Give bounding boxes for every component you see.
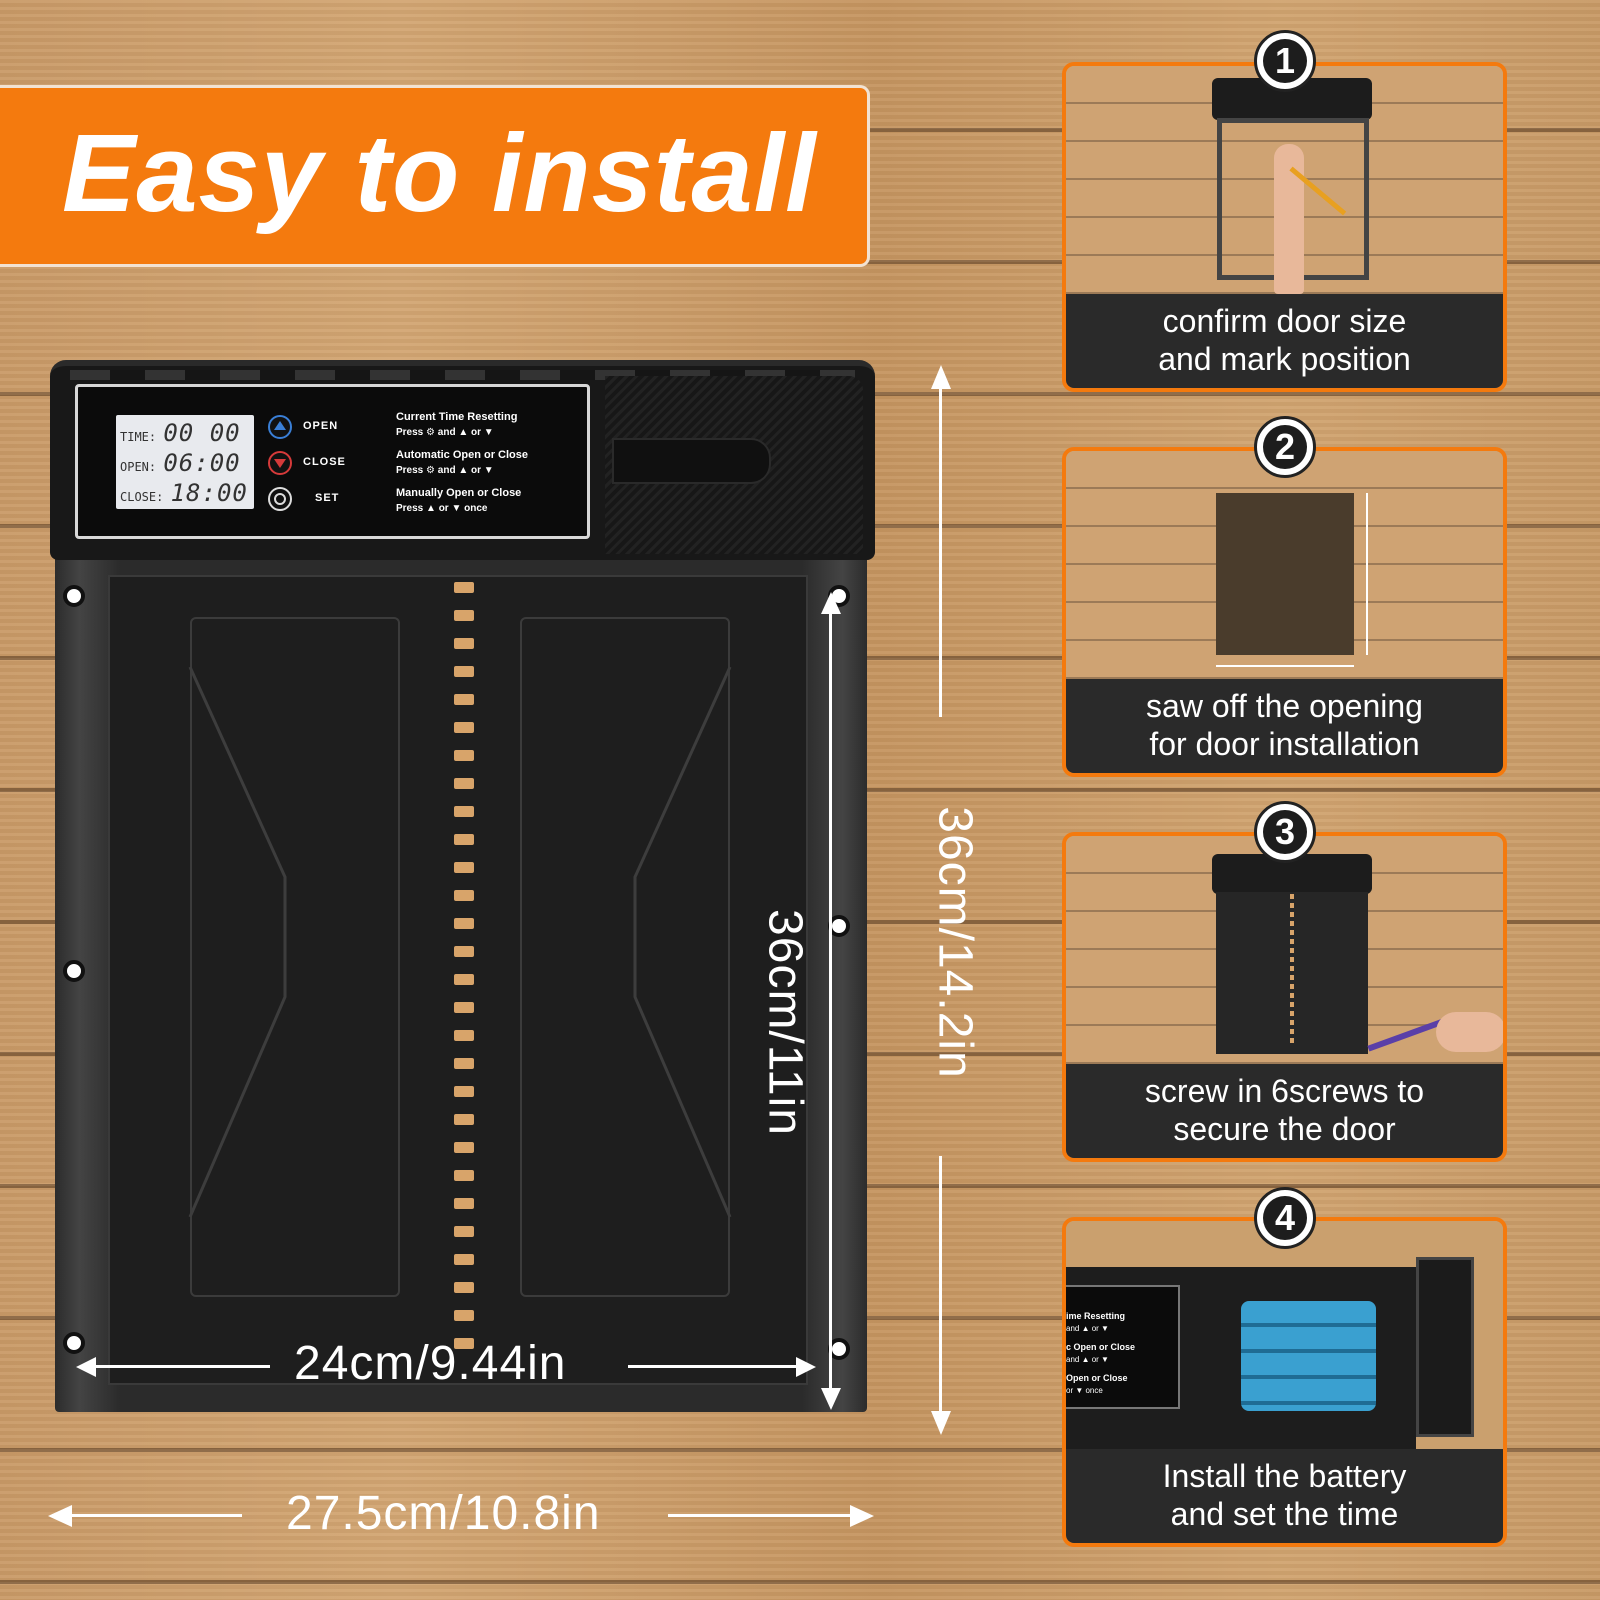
light-strip-segment (454, 778, 474, 789)
dimension-line (52, 1514, 242, 1517)
battery-icon (1241, 1301, 1376, 1411)
step-1-caption: confirm door size and mark position (1066, 294, 1503, 388)
instruction-title: Automatic Open or Close (396, 449, 529, 461)
dimension-line (939, 372, 942, 717)
step-3-image (1066, 836, 1503, 1068)
light-strip-segment (454, 1002, 474, 1013)
hand-icon (1436, 1012, 1503, 1052)
light-strip-segment (454, 890, 474, 901)
step-2-image (1066, 451, 1503, 683)
step-3-badge: 3 (1254, 801, 1316, 863)
screw-hole (63, 1332, 85, 1354)
chicken-door: TIME: 00 00 OPEN: 06:00 CLOSE: 18:00 OPE… (50, 360, 875, 1440)
set-button-label: SET (315, 492, 340, 504)
title-banner: Easy to install (0, 85, 870, 267)
control-panel: TIME: 00 00 OPEN: 06:00 CLOSE: 18:00 OPE… (75, 384, 590, 539)
screwdriver-icon (1367, 1018, 1445, 1052)
light-strip-segment (454, 862, 474, 873)
dimension-arrows (821, 592, 841, 1410)
banner-title: Easy to install (62, 112, 817, 235)
light-strip-segment (454, 1114, 474, 1125)
step-2-caption: saw off the opening for door installatio… (1066, 679, 1503, 773)
light-strip-segment (454, 1058, 474, 1069)
lcd-close-row: CLOSE: 18:00 (120, 479, 248, 507)
instruction-title: Manually Open or Close (396, 487, 522, 499)
close-button-label: CLOSE (303, 456, 346, 468)
instruction-title: Current Time Resetting (396, 411, 518, 423)
light-strip-segment (454, 834, 474, 845)
outer-height-label: 36cm/14.2in (928, 806, 982, 1079)
light-strip-segment (454, 638, 474, 649)
light-strip-segment (454, 1030, 474, 1041)
light-strip-segment (454, 750, 474, 761)
dimension-line (1366, 493, 1368, 655)
control-housing: TIME: 00 00 OPEN: 06:00 CLOSE: 18:00 OPE… (50, 360, 875, 560)
dimension-line (939, 1156, 942, 1420)
step-1-card: confirm door size and mark position (1062, 62, 1507, 392)
light-strip-segment (454, 1310, 474, 1321)
instruction-detail: Press ▲ or ▼ once (396, 503, 488, 514)
step-3-caption: screw in 6screws to secure the door (1066, 1064, 1503, 1158)
light-strip-segment (454, 1198, 474, 1209)
lcd-time-row: TIME: 00 00 (120, 419, 241, 447)
light-strip-segment (454, 1254, 474, 1265)
light-strip (1290, 894, 1294, 1044)
step-4-caption: Install the battery and set the time (1066, 1449, 1503, 1543)
dimension-arrows (931, 365, 951, 1435)
up-arrow-icon[interactable] (268, 415, 292, 439)
step-2-card: saw off the opening for door installatio… (1062, 447, 1507, 777)
dimension-line (628, 1365, 808, 1368)
step-3-card: screw in 6screws to secure the door (1062, 832, 1507, 1162)
light-strip-segment (454, 974, 474, 985)
light-strip-segment (454, 694, 474, 705)
hand-icon (1274, 144, 1304, 294)
panel-emboss-lines (188, 666, 732, 1218)
screw-hole (63, 585, 85, 607)
light-strip-segment (454, 1282, 474, 1293)
light-strip-segment (454, 582, 474, 593)
lcd-display: TIME: 00 00 OPEN: 06:00 CLOSE: 18:00 (116, 415, 254, 509)
light-strip-segment (454, 1142, 474, 1153)
step-4-image: ime Resetting and ▲ or ▼ c Open or Close… (1066, 1221, 1503, 1453)
down-arrow-icon[interactable] (268, 451, 292, 475)
cut-opening (1216, 493, 1354, 655)
inner-width-label: 24cm/9.44in (294, 1337, 567, 1390)
panel-emboss-left (190, 617, 400, 1297)
instruction-detail: Press ⚙ and ▲ or ▼ (396, 427, 494, 438)
instruction-detail: Press ⚙ and ▲ or ▼ (396, 465, 494, 476)
light-strip-segment (454, 1086, 474, 1097)
door-panel (108, 575, 808, 1385)
dimension-line (668, 1514, 868, 1517)
panel-emboss-right (520, 617, 730, 1297)
dimension-line (1216, 665, 1354, 667)
step-1-badge: 1 (1254, 30, 1316, 92)
light-strip-segment (454, 1170, 474, 1181)
step-1-image (1066, 66, 1503, 298)
step-4-card: ime Resetting and ▲ or ▼ c Open or Close… (1062, 1217, 1507, 1547)
battery-latch[interactable] (612, 438, 771, 484)
light-strip-segment (454, 806, 474, 817)
dimension-arrows (76, 1357, 816, 1377)
battery-cover (1416, 1257, 1474, 1437)
dimension-arrows (48, 1505, 874, 1527)
outer-width-label: 27.5cm/10.8in (286, 1487, 601, 1540)
light-strip-segment (454, 666, 474, 677)
light-strip-segment (454, 946, 474, 957)
light-strip-segment (454, 918, 474, 929)
light-strip-segment (454, 1226, 474, 1237)
light-strip-segment (454, 610, 474, 621)
dimension-line (829, 600, 832, 1400)
light-strip-segment (454, 722, 474, 733)
step-2-badge: 2 (1254, 416, 1316, 478)
dimension-line (80, 1365, 270, 1368)
screw-hole (63, 960, 85, 982)
light-strip-segment (454, 1338, 474, 1349)
lcd-open-row: OPEN: 06:00 (120, 449, 241, 477)
gear-icon[interactable] (268, 487, 292, 511)
control-panel-thumb: ime Resetting and ▲ or ▼ c Open or Close… (1066, 1285, 1180, 1409)
inner-height-label: 36cm/11in (758, 909, 812, 1136)
step-4-badge: 4 (1254, 1187, 1316, 1249)
open-button-label: OPEN (303, 420, 339, 432)
